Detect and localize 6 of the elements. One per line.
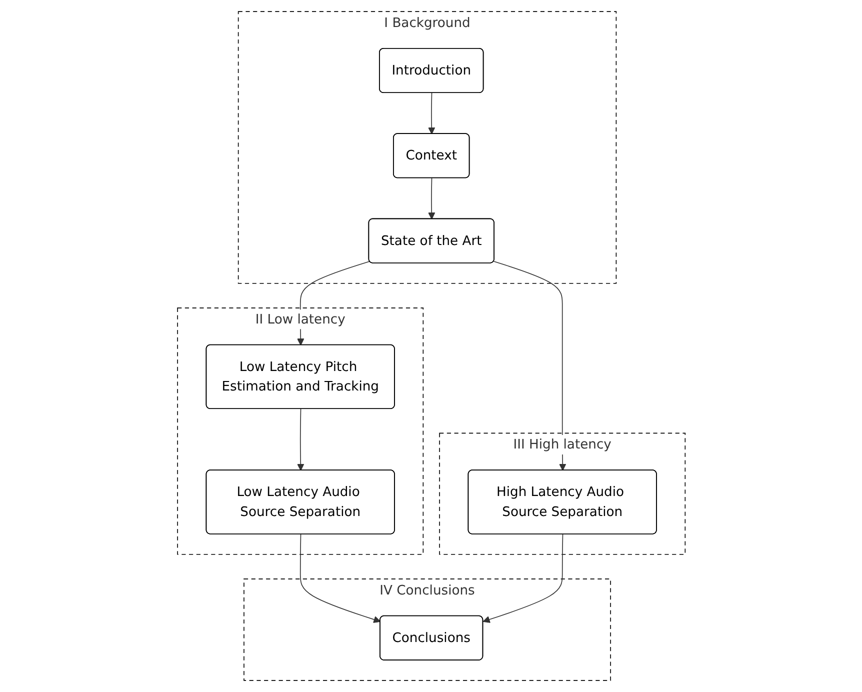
- arrow: [300, 534, 380, 623]
- arrow: [482, 534, 563, 623]
- arrow: [493, 260, 566, 471]
- arrow: [428, 92, 435, 134]
- arrow: [428, 178, 435, 220]
- arrow: [296, 408, 304, 471]
